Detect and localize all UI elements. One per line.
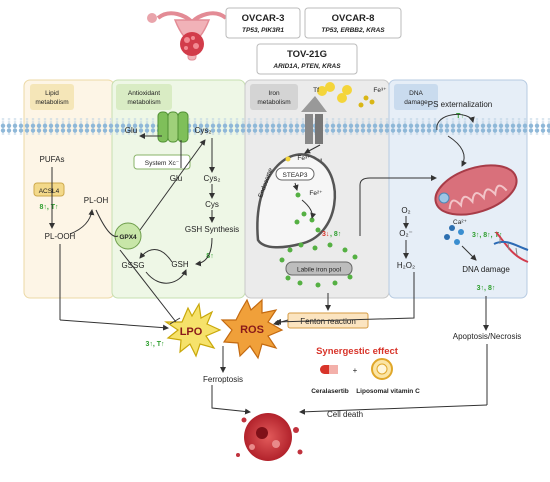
mitochondrion-icon [434,164,518,216]
iron-change-red: 3↓ [322,231,329,238]
liposome-icon [371,358,393,380]
ros-burst [220,298,284,360]
svg-text:metabolism: metabolism [127,99,160,106]
lipid-header [30,84,74,110]
steap3-box [275,167,315,181]
gsh-synthesis-label: GSH Synthesis [185,225,239,234]
lpo-change: 3↑, T↑ [145,341,164,348]
system-xc-label: System Xc⁻ [145,160,180,167]
lipid-header-label: Lipid [45,90,59,97]
ceralasertib-label: Ceralasertib [311,388,349,395]
svg-text:OVCAR-8: OVCAR-8 [332,13,375,24]
iron-change-green: , 8↑ [330,231,341,238]
plus-sign: + [353,366,358,375]
labile-iron-pool-label: Labile iron pool [297,267,342,274]
dead-cell-icon [236,413,303,461]
transferrin-icon [317,82,375,108]
apoptosis-label: Apoptosis/Necrosis [453,332,521,341]
uterus-icon [147,11,237,61]
steap3-label: STEAP3 [283,172,308,179]
svg-text:ARID1A, PTEN, KRAS: ARID1A, PTEN, KRAS [272,63,341,70]
o2-radical-label: O₂⁻ [399,229,413,238]
fe3-top-label: Fe³⁺ [373,87,387,94]
ros-label: ROS [240,324,264,336]
dna-header-label: DNA [409,90,423,97]
cys2-top-label: Cys₂ [195,126,212,135]
svg-text:TP53, PIK3R1: TP53, PIK3R1 [242,27,284,34]
dna-helix-icon [493,231,529,263]
pl-ooh-label: PL-OOH [45,232,76,241]
lpo-label: LPO [180,326,203,338]
cell-line-tov21g: TOV-21G ARID1A, PTEN, KRAS [256,43,358,75]
cys-label: Cys [205,200,219,209]
cell-death-label: Cell death [327,410,363,419]
ps-externalization-label: PS externalization [428,100,492,109]
synergy-title: Synergestic effect [316,346,399,357]
liposomal-vitc-label: Liposomal vitamin C [356,388,420,395]
acsl4-change: 8↑, T↑ [39,204,58,211]
svg-text:metabolism: metabolism [35,99,68,106]
fenton-reaction-label: Fenton reaction [300,317,356,326]
cell-line-ovcar8: OVCAR-8 TP53, ERBB2, KRAS [304,7,402,39]
labile-iron-dots [279,242,358,288]
svg-text:metabolism: metabolism [257,99,290,106]
glu-bottom-label: Glu [170,174,182,183]
gssg-label: GSSG [121,261,144,270]
iron-header-label: Iron [268,90,280,97]
pl-oh-label: PL-OH [84,196,109,205]
gsh-change: 8↑ [206,253,213,260]
antioxidant-header-label: Antioxidant [128,90,160,97]
cell-membrane [0,118,550,135]
labile-iron-pool-box [285,261,353,276]
dna-header [394,84,438,110]
ceralasertib-pill-icon [320,365,338,374]
h2o2-label: H₂O₂ [397,261,415,270]
fe2-dot [295,192,301,198]
system-xc-transporter [157,111,189,143]
tfr1-receptor-icon [301,96,327,144]
calcium-label: Ca²⁺ [453,219,467,226]
svg-text:TOV-21G: TOV-21G [287,49,327,60]
system-xc-box [133,154,191,170]
gsh-label: GSH [171,260,189,269]
pathway-arrows [49,133,489,415]
lpo-burst [164,302,222,358]
svg-text:damage: damage [404,99,428,106]
calcium-dots [444,225,464,245]
tf-label: Tf [313,87,319,94]
o2-label: O₂ [401,206,410,215]
fe3-label: Fe³⁺ [297,155,311,162]
ferroptosis-label: Ferroptosis [203,375,243,384]
fe2-label: Fe²⁺ [309,190,323,197]
svg-text:TP53, ERBB2, KRAS: TP53, ERBB2, KRAS [321,27,385,34]
dna-damage-label: DNA damage [462,265,510,274]
ps-flip-arrow [436,113,475,131]
calcium-change: 3↑, 8↑, T↑ [472,232,502,239]
gpx4-label: GPX4 [119,234,137,241]
dna-damage-change: 3↑, 8↑ [477,285,496,292]
ps-change: T↑ [456,113,464,120]
fe3-dot [285,156,291,162]
iron-header [250,84,298,110]
cys2-mid-label: Cys₂ [204,174,221,183]
glu-top-label: Glu [125,126,137,135]
pufas-label: PUFAs [40,155,65,164]
svg-text:OVCAR-3: OVCAR-3 [242,13,285,24]
acsl4-label: ACSL4 [39,188,60,195]
acsl4-box [33,182,65,197]
antioxidant-header [116,84,172,110]
cell-line-ovcar3: OVCAR-3 TP53, PIK3R1 [225,7,301,39]
